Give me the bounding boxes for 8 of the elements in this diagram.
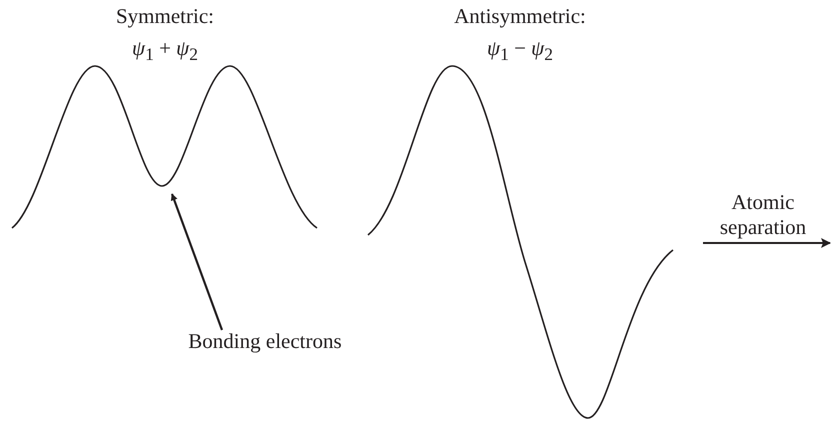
wave-curve — [11, 65, 318, 229]
leader-line — [170, 193, 224, 330]
callout-text: Bonding electrons — [165, 329, 365, 354]
heading-text: Symmetric: — [115, 4, 215, 29]
axis-label: Atomic separation — [718, 190, 808, 240]
formula-text: ψ$_{1}$ + ψ$_{2}$ — [131, 36, 199, 66]
heading-text: Antisymmetric: — [453, 4, 587, 29]
formula-text: ψ$_{1}$ − ψ$_{2}$ — [486, 36, 554, 66]
